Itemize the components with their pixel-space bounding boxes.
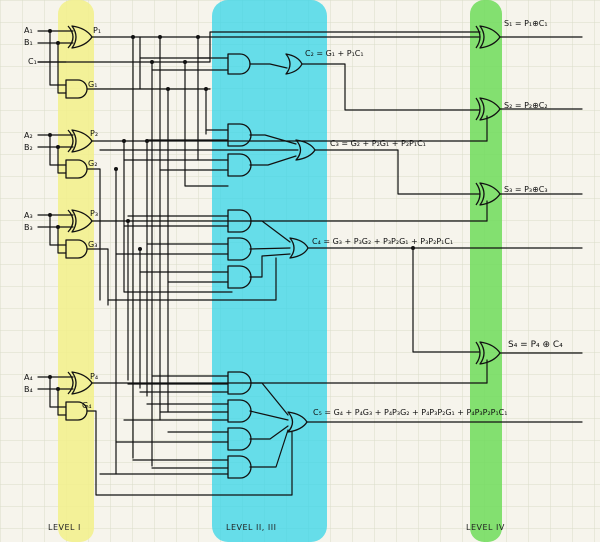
level-2-3-gates [99,53,583,479]
label-c1: C₁ [28,57,37,66]
eq-s3: S₃ = P₃⊕C₃ [504,185,548,194]
label-a4: A₄ [24,373,33,382]
label-p4: P₄ [90,372,98,381]
label-a3: A₃ [24,211,33,220]
eq-c2: C₂ = G₁ + P₁C₁ [305,49,364,58]
eq-c4: C₄ = G₃ + P₃G₂ + P₃P₂G₁ + P₃P₂P₁C₁ [312,237,453,246]
signal-labels: P₁ G₁ P₂ G₂ P₃ G₃ P₄ G₄ [82,26,101,410]
label-g3: G₃ [88,240,97,249]
equation-labels: C₂ = G₁ + P₁C₁ C₃ = G₂ + P₂G₁ + P₂P₁C₁ C… [305,19,563,417]
eq-s1: S₁ = P₁⊕C₁ [504,19,548,28]
level-1-label: LEVEL I [48,523,81,532]
label-p2: P₂ [90,129,98,138]
label-b4: B₄ [24,385,33,394]
eq-s4: S₄ = P₄ ⊕ C₄ [508,340,563,350]
label-b1: B₁ [24,38,33,47]
level-4-gates [179,25,583,384]
input-labels: A₁ B₁ C₁ A₂ B₂ A₃ B₃ A₄ B₄ [24,26,37,394]
label-p1: P₁ [93,26,101,35]
level-2-3-band [212,0,327,542]
label-g2: G₂ [88,159,97,168]
level-4-band [470,0,502,542]
label-p3: P₃ [90,209,98,218]
eq-c5: C₅ = G₄ + P₄G₃ + P₄P₃G₂ + P₄P₃P₂G₁ + P₄P… [313,408,507,417]
level-4-label: LEVEL IV [466,523,505,532]
input-wires [37,29,74,416]
level-2-3-label: LEVEL II, III [226,523,276,532]
eq-s2: S₂ = P₂⊕C₂ [504,101,548,110]
label-a1: A₁ [24,26,33,35]
signal-bus [37,35,488,496]
level-1-gates [65,25,93,421]
label-g1: G₁ [88,80,97,89]
label-b3: B₃ [24,223,33,232]
label-a2: A₂ [24,131,33,140]
eq-c3: C₃ = G₂ + P₂G₁ + P₂P₁C₁ [330,139,426,148]
label-b2: B₂ [24,143,33,152]
label-g4: G₄ [82,401,91,410]
level-labels: LEVEL I LEVEL II, III LEVEL IV [48,523,505,532]
